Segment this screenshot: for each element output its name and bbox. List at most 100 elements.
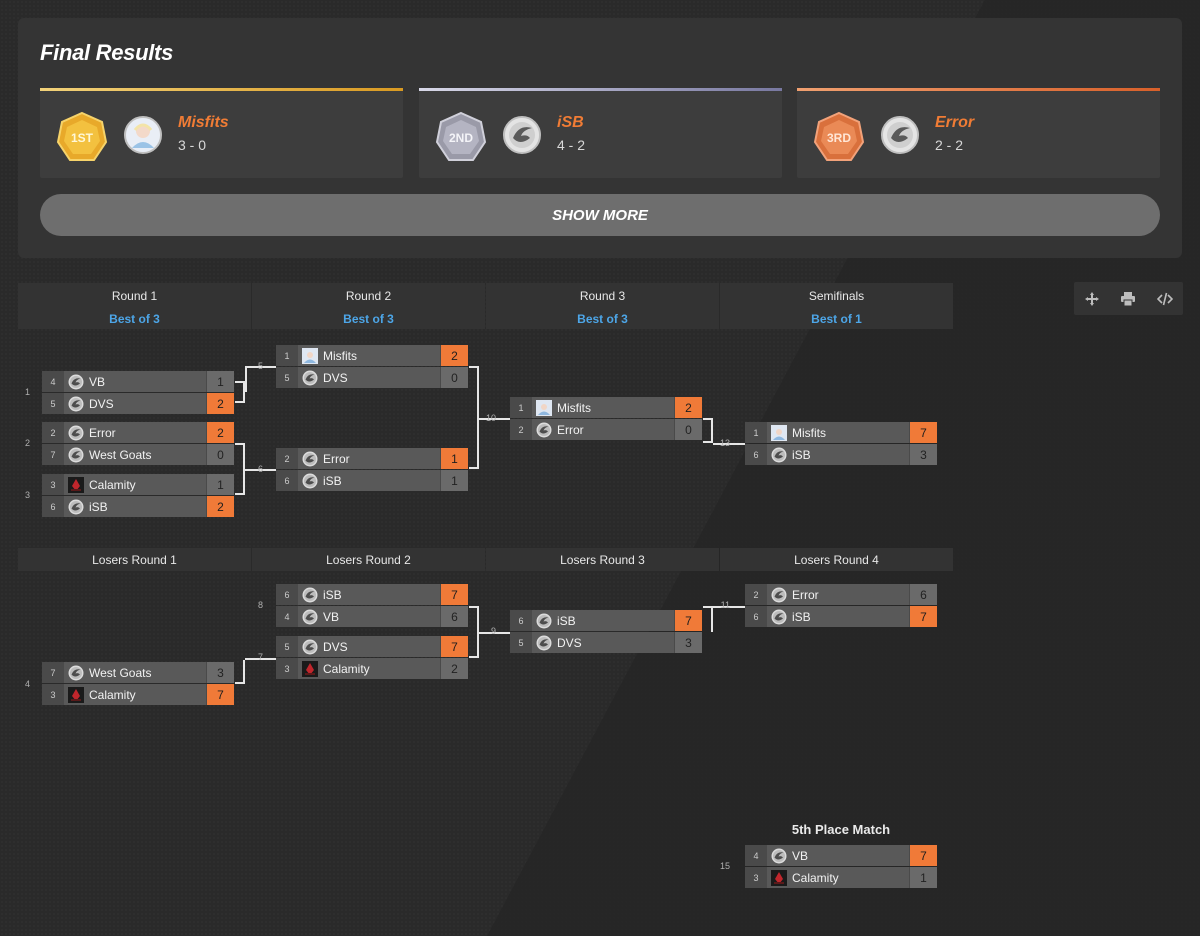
isb-logo-icon bbox=[503, 116, 541, 154]
show-more-button[interactable]: SHOW MORE bbox=[40, 194, 1160, 236]
team-name[interactable]: DVS bbox=[298, 367, 440, 388]
team-score: 1 bbox=[440, 448, 468, 469]
swirl-logo-icon bbox=[302, 609, 318, 625]
team-name[interactable]: Misfits bbox=[532, 397, 674, 418]
team-name[interactable]: VB bbox=[767, 845, 909, 866]
team-name[interactable]: West Goats bbox=[64, 662, 206, 683]
team-name-label: Error bbox=[323, 451, 350, 466]
team-score: 2 bbox=[206, 393, 234, 414]
team-name[interactable]: DVS bbox=[532, 632, 674, 653]
embed-code-icon[interactable] bbox=[1155, 289, 1175, 309]
round-name: Losers Round 4 bbox=[794, 553, 879, 567]
bronze-medal-icon: 3RD bbox=[811, 110, 867, 166]
match-number: 15 bbox=[719, 861, 730, 871]
bronze-medal-label: 3RD bbox=[827, 131, 851, 145]
swirl-logo-icon bbox=[771, 848, 787, 864]
team-seed: 1 bbox=[510, 397, 532, 418]
round-name: Losers Round 1 bbox=[92, 553, 177, 567]
team-seed: 5 bbox=[510, 632, 532, 653]
team-name[interactable]: iSB bbox=[767, 606, 909, 627]
team-name-label: iSB bbox=[323, 587, 342, 602]
team-name[interactable]: West Goats bbox=[64, 444, 206, 465]
bracket-connector bbox=[245, 658, 276, 660]
team-name[interactable]: Calamity bbox=[298, 658, 440, 679]
team-name[interactable]: Error bbox=[767, 584, 909, 605]
team-score: 1 bbox=[440, 470, 468, 491]
second-place-record: 4 - 2 bbox=[557, 137, 586, 153]
team-seed: 6 bbox=[510, 610, 532, 631]
team-name[interactable]: Misfits bbox=[767, 422, 909, 443]
round-best-of: Best of 3 bbox=[577, 312, 628, 326]
team-name[interactable]: Misfits bbox=[298, 345, 440, 366]
print-icon[interactable] bbox=[1118, 289, 1138, 309]
team-name[interactable]: iSB bbox=[532, 610, 674, 631]
team-seed: 6 bbox=[745, 606, 767, 627]
third-place-team-name[interactable]: Error bbox=[935, 114, 975, 131]
bracket-connector bbox=[235, 381, 245, 403]
second-place-card[interactable]: 2ND iSB 4 - 2 bbox=[419, 88, 782, 178]
team-name[interactable]: iSB bbox=[64, 496, 206, 517]
team-name[interactable]: DVS bbox=[64, 393, 206, 414]
team-name[interactable]: Calamity bbox=[767, 867, 909, 888]
move-icon[interactable] bbox=[1082, 289, 1102, 309]
third-place-card[interactable]: 3RD Error 2 - 2 bbox=[797, 88, 1160, 178]
silver-medal-icon: 2ND bbox=[433, 110, 489, 166]
team-seed: 3 bbox=[42, 684, 64, 705]
team-name-label: VB bbox=[792, 848, 809, 863]
misfits-logo-icon bbox=[124, 116, 162, 154]
first-place-team-name[interactable]: Misfits bbox=[178, 114, 229, 131]
first-place-card[interactable]: 1ST Misfits 3 - 0 bbox=[40, 88, 403, 178]
team-name[interactable]: Error bbox=[64, 422, 206, 443]
team-name[interactable]: VB bbox=[298, 606, 440, 627]
team-name[interactable]: Error bbox=[298, 448, 440, 469]
team-name-label: iSB bbox=[89, 499, 108, 514]
match-number: 7 bbox=[257, 652, 263, 662]
team-name[interactable]: DVS bbox=[298, 636, 440, 657]
team-name[interactable]: Calamity bbox=[64, 474, 206, 495]
team-name[interactable]: iSB bbox=[298, 470, 440, 491]
team-seed: 6 bbox=[745, 444, 767, 465]
team-name-label: iSB bbox=[557, 613, 576, 628]
team-name[interactable]: Calamity bbox=[64, 684, 206, 705]
team-name[interactable]: iSB bbox=[767, 444, 909, 465]
round-name: Round 1 bbox=[111, 289, 158, 303]
second-place-team-name[interactable]: iSB bbox=[557, 114, 584, 131]
swirl-logo-icon bbox=[302, 473, 318, 489]
team-name[interactable]: VB bbox=[64, 371, 206, 392]
team-name[interactable]: iSB bbox=[298, 584, 440, 605]
team-seed: 4 bbox=[276, 606, 298, 627]
team-score: 3 bbox=[206, 662, 234, 683]
team-score: 1 bbox=[206, 474, 234, 495]
calamity-logo-icon bbox=[771, 869, 787, 886]
match-number: 10 bbox=[485, 413, 496, 423]
calamity-logo-icon bbox=[302, 660, 318, 677]
team-name[interactable]: Error bbox=[532, 419, 674, 440]
bracket-connector bbox=[245, 366, 247, 392]
